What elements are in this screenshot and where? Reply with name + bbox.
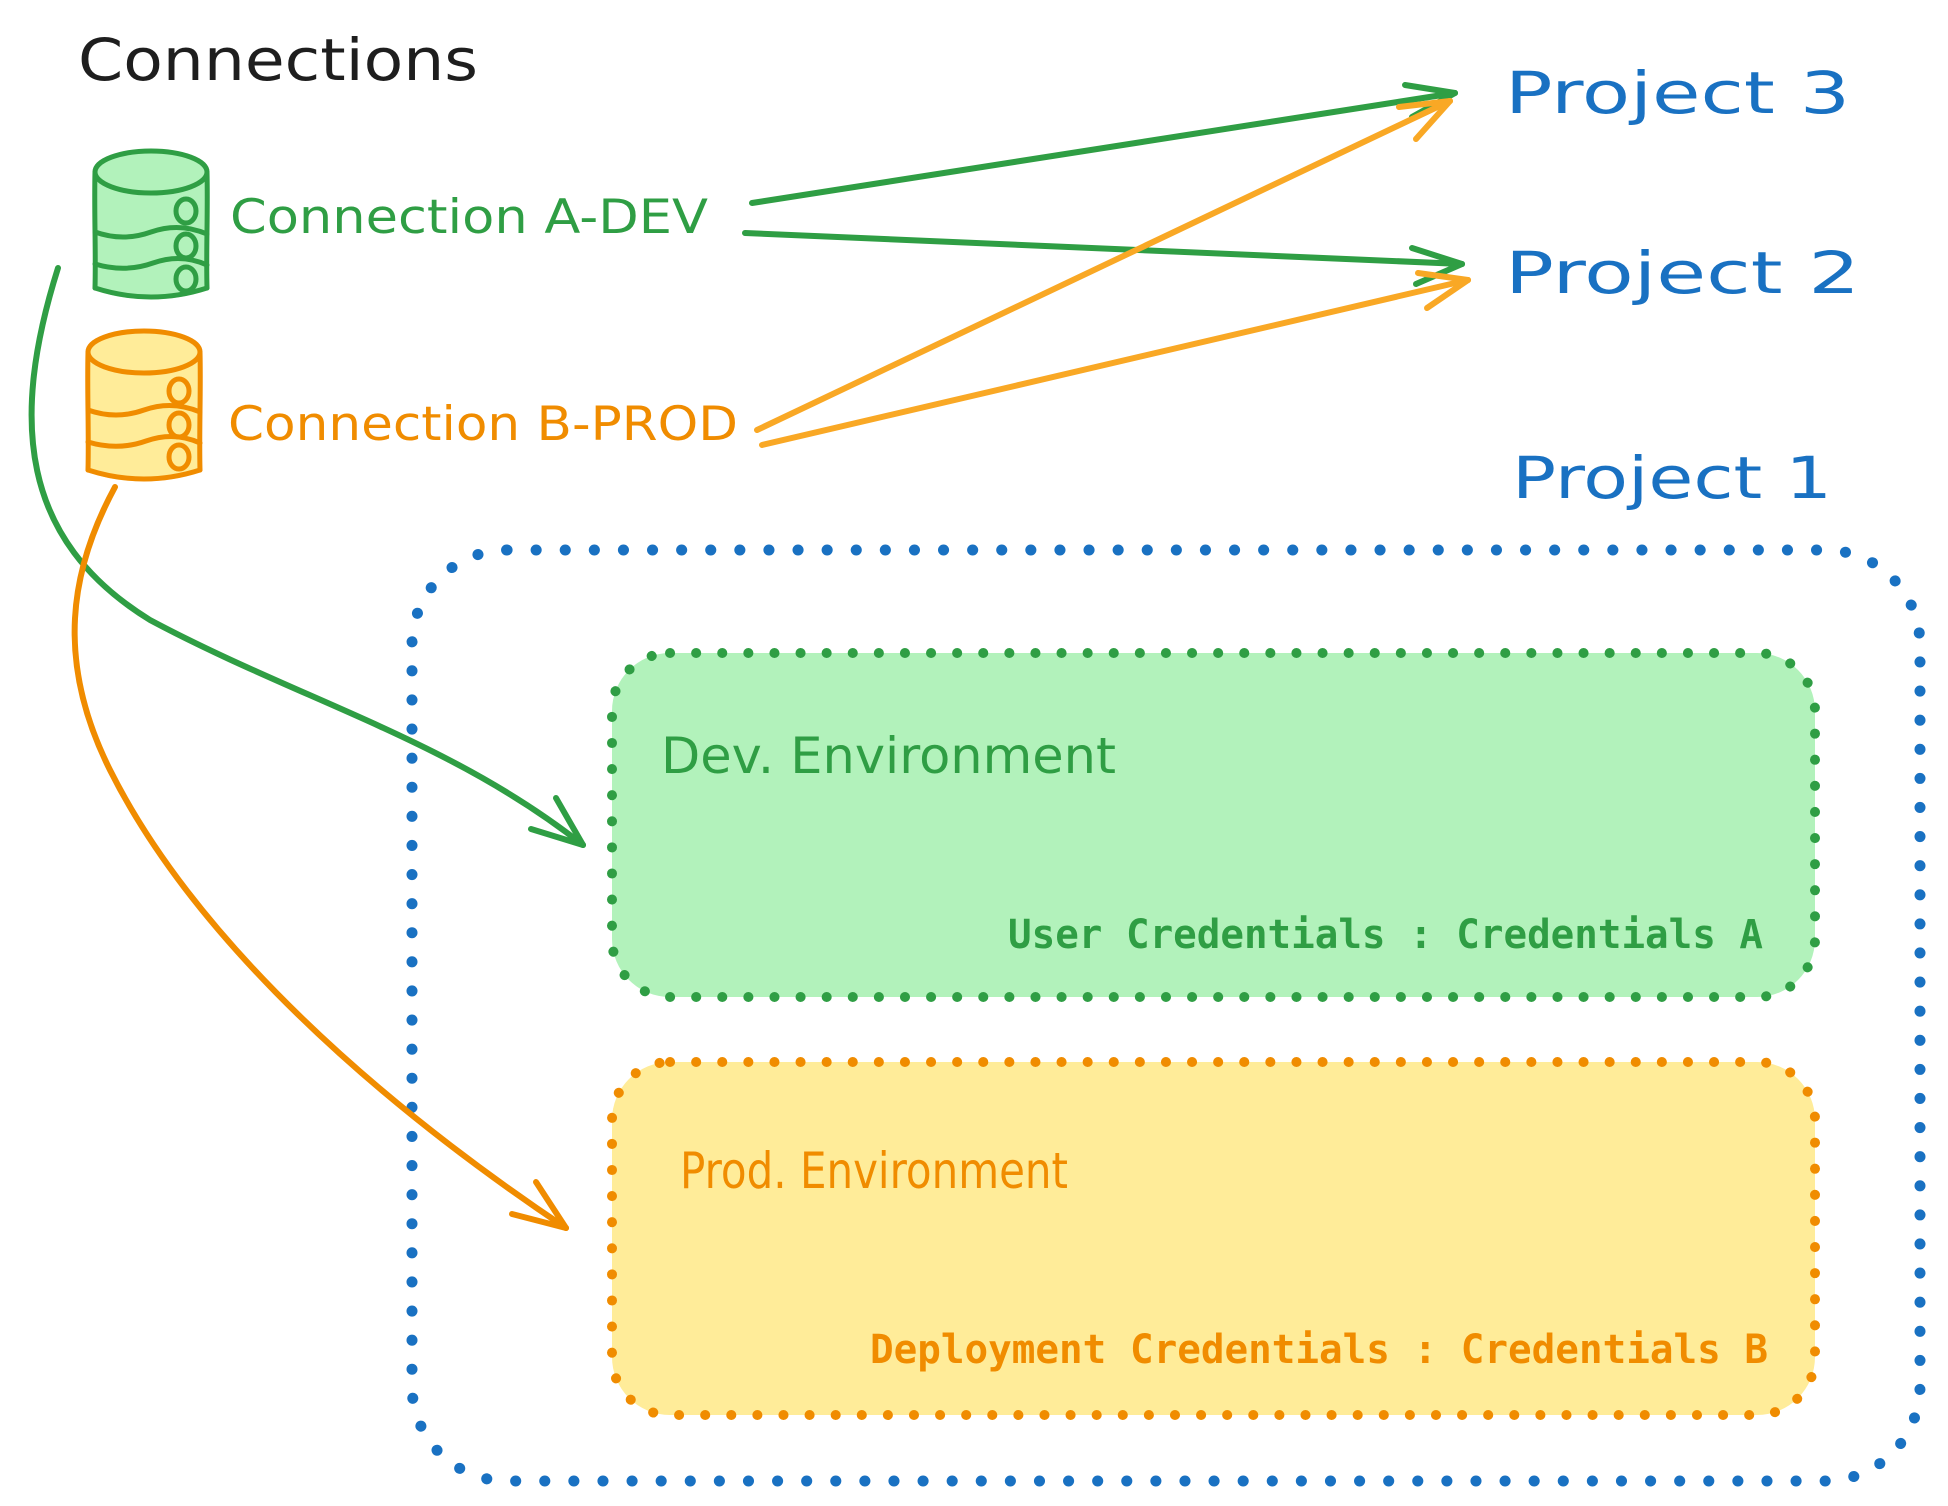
project-3-label: Project 3 — [1505, 59, 1850, 127]
project-1-container-box — [406, 544, 1926, 1487]
dev-environment-title: Dev. Environment — [661, 727, 1116, 785]
arrow-b-prod-to-project-2 — [759, 270, 1471, 448]
arrow-b-prod-to-project-3 — [754, 98, 1453, 433]
project-2-label: Project 2 — [1505, 239, 1860, 307]
arrow-a-dev-to-dev-environment — [28, 265, 586, 848]
arrow-b-prod-to-prod-environment — [71, 484, 569, 1231]
prod-environment-box — [607, 1057, 1820, 1420]
dev-environment-credentials: User Credentials : Credentials A — [1008, 912, 1763, 958]
dev-environment-box — [607, 648, 1820, 1002]
diagram-title: Connections — [78, 26, 478, 94]
database-icon-b-prod — [85, 328, 203, 482]
database-icon-a-dev — [92, 148, 210, 300]
arrow-a-dev-to-project-3 — [749, 82, 1458, 206]
project-1-label: Project 1 — [1512, 444, 1832, 512]
connection-a-dev-label: Connection A-DEV — [230, 190, 708, 245]
prod-environment-credentials: Deployment Credentials : Credentials B — [870, 1327, 1768, 1373]
prod-environment-title: Prod. Environment — [680, 1142, 1068, 1200]
connection-b-prod-label: Connection B-PROD — [228, 397, 738, 452]
arrow-a-dev-to-project-2 — [742, 230, 1465, 287]
